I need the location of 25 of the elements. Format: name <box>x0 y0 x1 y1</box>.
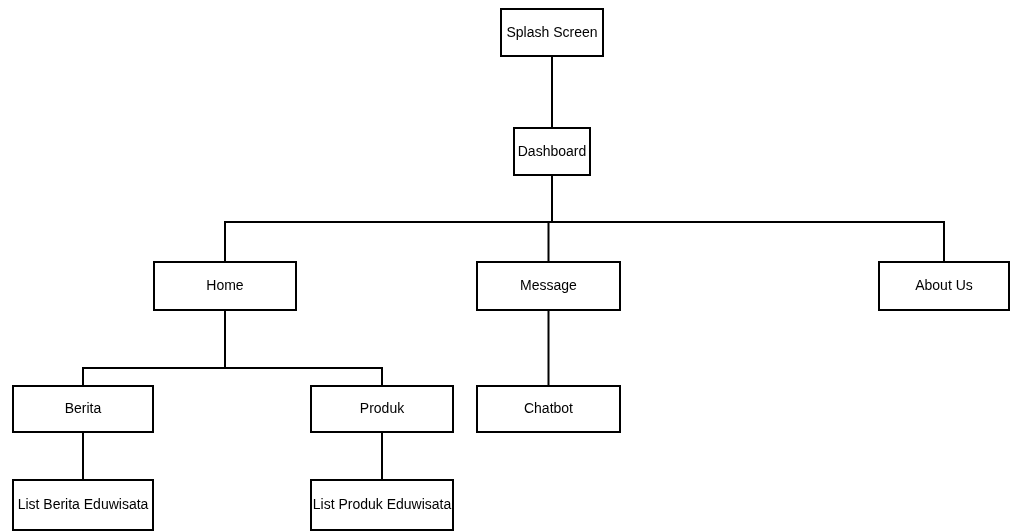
menu-box <box>310 479 454 531</box>
box-label: List Berita Eduwisata <box>17 496 149 514</box>
box-label: Dashboard <box>517 142 587 161</box>
box-label: List Produk Eduwisata <box>312 496 452 514</box>
box-label: Splash Screen <box>506 23 598 42</box>
box-label: Berita <box>64 400 102 418</box>
box-label: Home <box>206 277 244 295</box>
menu-box <box>12 385 154 433</box>
connector-line <box>551 56 553 128</box>
box-label: Produk <box>359 400 405 418</box>
menu-box <box>153 261 297 311</box>
box-label: Message <box>520 277 577 295</box>
menu-box <box>500 8 604 57</box>
menu-box <box>513 127 591 176</box>
connector-line <box>82 432 84 480</box>
box-label: Chatbot <box>523 400 573 418</box>
menu-box <box>476 385 621 433</box>
connector-line <box>224 310 383 386</box>
menu-box <box>476 261 621 311</box>
menu-box <box>12 479 154 531</box>
box-label: About Us <box>915 277 973 295</box>
menu-box <box>310 385 454 433</box>
connector-line <box>381 432 383 480</box>
menu-box <box>878 261 1010 311</box>
connector-line <box>547 310 550 386</box>
